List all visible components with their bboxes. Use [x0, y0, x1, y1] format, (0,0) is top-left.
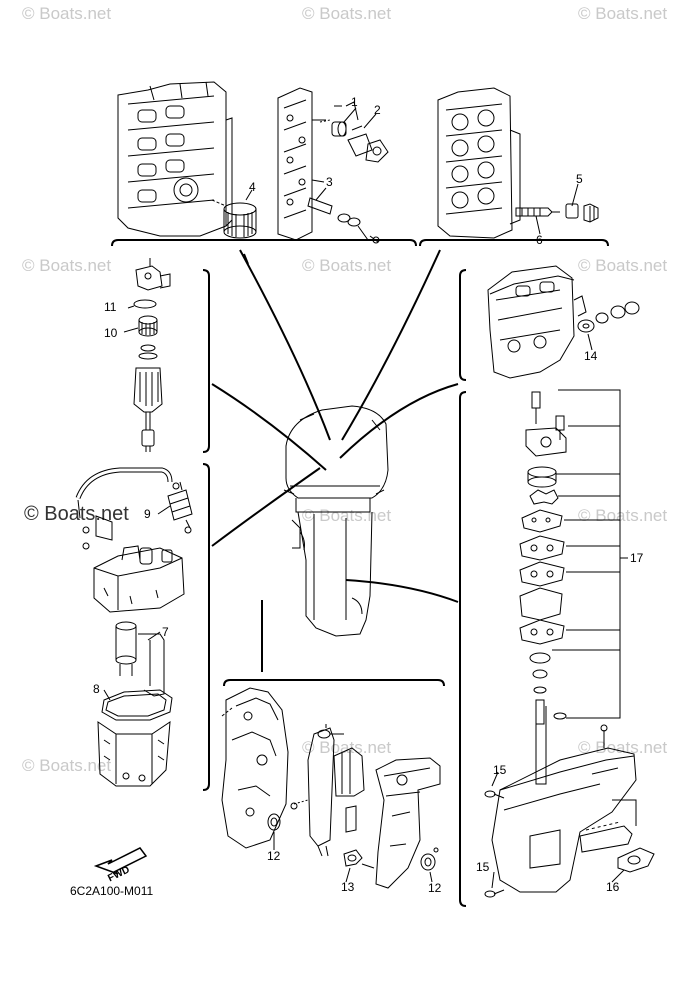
vapor-separator: [82, 515, 185, 613]
spark-plug-6: [515, 207, 560, 217]
thermostat-gasket-3: [307, 197, 380, 244]
cylinder-head-left: [277, 87, 331, 241]
callout-12-right: 12: [428, 881, 442, 895]
callout-10: 10: [104, 326, 118, 340]
anode-16: [617, 847, 655, 873]
fuel-pump-7: [115, 621, 165, 697]
hose-joints: [595, 301, 640, 324]
outboard-cowling: [283, 405, 389, 513]
connector-lines: [211, 249, 459, 672]
watermark: © Boats.net: [302, 506, 392, 525]
fuel-hose: [75, 467, 173, 519]
gasket-8: [101, 689, 173, 721]
watermark: © Boats.net: [22, 256, 112, 275]
fwd-arrow: [93, 847, 148, 875]
bottom-bracket: [223, 679, 445, 687]
outboard-midsection: [291, 511, 373, 637]
bushing-12-right: [420, 847, 439, 871]
spark-plug-cap-5: [565, 203, 599, 223]
watermark: © Boats.net: [302, 738, 392, 757]
callout-11: 11: [104, 300, 117, 314]
callout-5: 5: [576, 172, 583, 186]
watermark: © Boats.net: [302, 256, 392, 275]
clamp-bracket-right: [375, 757, 441, 889]
cylinder-block-right: [437, 87, 521, 239]
bushing-12-left: [267, 813, 281, 831]
watermark: © Boats.net: [578, 738, 668, 757]
seal-14: [577, 319, 595, 333]
water-pump-parts: [519, 391, 567, 725]
callout-15-upper: 15: [493, 763, 507, 777]
callout-13: 13: [341, 880, 355, 894]
bolt-15-lower: [484, 889, 505, 898]
tilt-trim-unit: [290, 724, 365, 857]
right-bracket-lower: [459, 391, 467, 907]
callout-12-left: 12: [267, 849, 281, 863]
callout-17: 17: [630, 551, 644, 565]
callout-4: 4: [249, 180, 256, 194]
right-bracket-upper: [459, 269, 467, 381]
callout-8: 8: [93, 682, 100, 696]
fuel-filter-cup: [133, 344, 163, 452]
watermark: © Boats.net: [578, 256, 668, 275]
watermark: © Boats.net: [22, 4, 112, 23]
fuel-filter-element-10: [138, 315, 158, 337]
callout-leaders: [103, 107, 625, 889]
callout-2: 2: [374, 103, 381, 117]
clamp-bracket-left: [221, 687, 289, 849]
fuel-filter-cap: [135, 258, 171, 291]
callout-1: 1: [351, 95, 358, 109]
oil-filter: [211, 199, 257, 239]
exhaust-guide: [487, 265, 587, 379]
gearcase: [491, 724, 637, 893]
watermark: © Boats.net: [578, 4, 668, 23]
watermark-strong: © Boats.net: [24, 503, 129, 525]
callout-7: 7: [162, 625, 169, 639]
bushing-13: [343, 849, 375, 869]
drive-shaft: [535, 706, 547, 785]
cylinder-block-left: [117, 81, 233, 237]
callout-9: 9: [144, 507, 151, 521]
diagram-code: 6C2A100-M011: [70, 884, 154, 898]
top-bracket: [111, 239, 609, 247]
callout-3: 3: [326, 175, 333, 189]
bolt-15-upper: [484, 790, 505, 799]
callout-6: 6: [536, 233, 543, 247]
callout-17-leaders: [552, 389, 628, 719]
left-bracket-lower: [202, 463, 210, 791]
o-ring-11: [133, 299, 157, 309]
fuel-tank-cover: [97, 721, 171, 787]
watermark: © Boats.net: [22, 756, 112, 775]
callout-14: 14: [584, 349, 598, 363]
callout-16: 16: [606, 880, 620, 894]
fuel-filter-9: [167, 481, 193, 534]
watermark: © Boats.net: [302, 4, 392, 23]
callout-15-lower: 15: [476, 860, 490, 874]
left-bracket-upper: [202, 269, 210, 453]
thermostat: [331, 101, 389, 163]
